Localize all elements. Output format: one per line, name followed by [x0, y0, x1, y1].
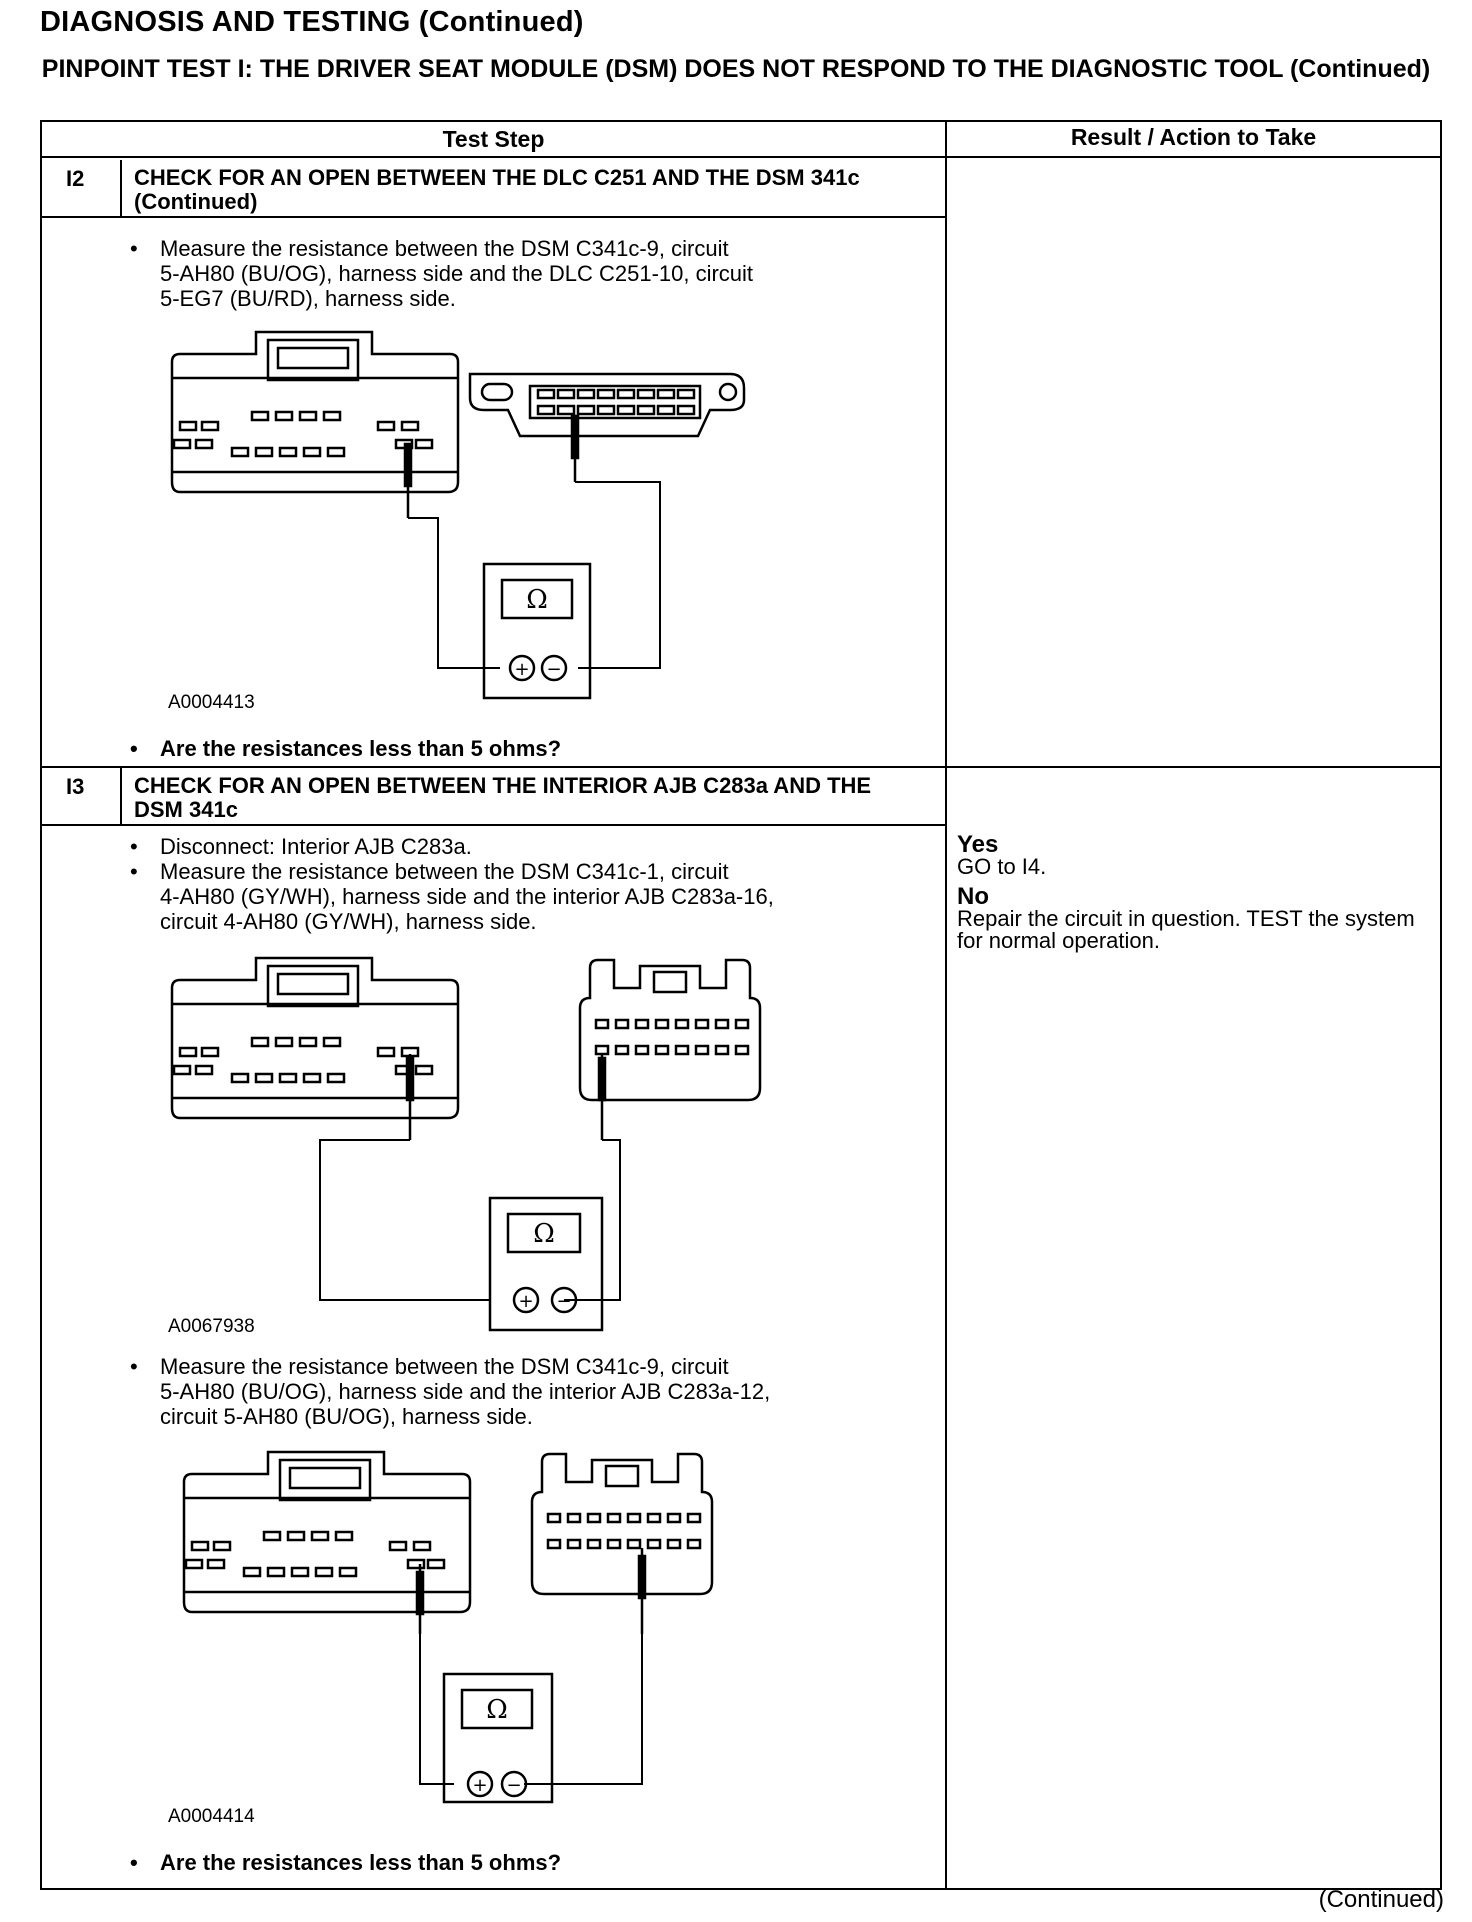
- step-number: I3: [42, 768, 122, 824]
- minus-terminal: −: [546, 659, 561, 680]
- continued-footer: (Continued): [1318, 1886, 1444, 1913]
- page-title: DIAGNOSIS AND TESTING (Continued): [40, 6, 584, 38]
- test-table: Test Step Result / Action to Take I2 CHE…: [40, 120, 1442, 1890]
- ohm-symbol: Ω: [526, 585, 548, 615]
- step-i3-question: • Are the resistances less than 5 ohms?: [130, 1850, 562, 1875]
- step-i2-header: I2 CHECK FOR AN OPEN BETWEEN THE DLC C25…: [42, 160, 945, 218]
- dsm-connector: [170, 956, 460, 1120]
- ohm-symbol: Ω: [486, 1695, 508, 1725]
- step-i3-bullet-2: • Measure the resistance between the DSM…: [130, 859, 774, 934]
- plus-terminal: +: [472, 1775, 487, 1796]
- plus-terminal: +: [518, 1291, 533, 1312]
- plus-terminal: +: [514, 659, 529, 680]
- ajb-connector: [530, 1452, 714, 1596]
- ohm-symbol: Ω: [533, 1219, 555, 1249]
- column-divider: [945, 122, 947, 1888]
- dsm-connector: [182, 1450, 472, 1614]
- figure-id: A0004414: [168, 1806, 255, 1827]
- ohmmeter: [488, 1196, 604, 1332]
- step-title: CHECK FOR AN OPEN BETWEEN THE INTERIOR A…: [134, 773, 872, 822]
- dsm-connector: [170, 330, 460, 494]
- step-i2-question: • Are the resistances less than 5 ohms?: [130, 736, 562, 761]
- ajb-connector: [578, 958, 762, 1102]
- result-block: Yes GO to I4. No Repair the circuit in q…: [957, 831, 1427, 953]
- ohmmeter: [442, 1672, 554, 1804]
- minus-terminal: −: [556, 1291, 571, 1312]
- step-i3-bullet-3: • Measure the resistance between the DSM…: [130, 1354, 771, 1429]
- step-title: CHECK FOR AN OPEN BETWEEN THE DLC C251 A…: [134, 165, 860, 214]
- column-header-test-step: Test Step: [442, 126, 545, 152]
- pinpoint-test-subtitle: PINPOINT TEST I: THE DRIVER SEAT MODULE …: [41, 55, 1431, 83]
- figure-dsm-ajb-diagram-2: Ω + −: [182, 1450, 714, 1804]
- step-i2-bullet: • Measure the resistance between the DSM…: [130, 236, 754, 311]
- column-header-result: Result / Action to Take: [1070, 124, 1317, 150]
- figure-id: A0067938: [168, 1316, 255, 1337]
- figure-dsm-ajb-diagram-1: Ω + −: [170, 956, 762, 1332]
- minus-terminal: −: [506, 1775, 521, 1796]
- result-yes-label: Yes: [957, 831, 999, 858]
- figure-id: A0004413: [168, 692, 255, 713]
- figure-dsm-dlc-diagram: Ω + −: [170, 330, 746, 700]
- ohmmeter: [482, 562, 592, 700]
- step-number: I2: [42, 160, 122, 216]
- row-separator: [42, 766, 1440, 768]
- table-header: Test Step Result / Action to Take: [42, 122, 1440, 158]
- dlc-connector: [468, 372, 746, 438]
- step-i3-bullet-1: • Disconnect: Interior AJB C283a.: [130, 834, 472, 859]
- result-no-action: Repair the circuit in question. TEST the…: [957, 906, 1415, 953]
- step-i3-header: I3 CHECK FOR AN OPEN BETWEEN THE INTERIO…: [42, 768, 945, 826]
- result-yes-action: GO to I4.: [957, 854, 1047, 879]
- result-no-label: No: [957, 883, 989, 910]
